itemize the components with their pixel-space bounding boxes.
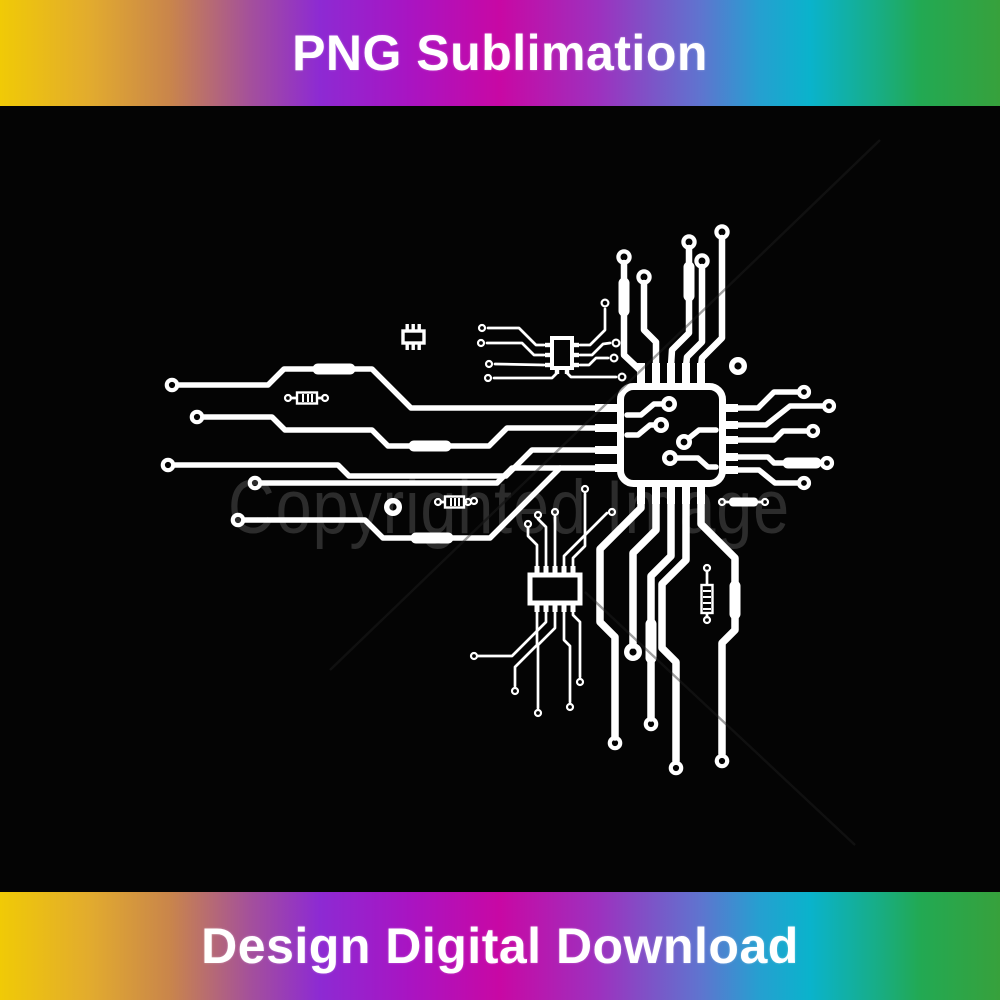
jumper-smd: [717, 497, 770, 507]
top-pad-cluster: [616, 224, 748, 376]
bottom-banner-title: Design Digital Download: [201, 918, 799, 974]
soic-ic-top: [476, 298, 627, 383]
artwork-canvas: Copyrighted Image: [0, 106, 1000, 892]
top-banner-title: PNG Sublimation: [292, 25, 708, 81]
resistor-horizontal-left: [283, 391, 330, 405]
bottom-banner: Design Digital Download: [0, 892, 1000, 1000]
circuit-art: Copyrighted Image: [160, 139, 881, 846]
right-traces: [730, 384, 837, 491]
top-banner: PNG Sublimation: [0, 0, 1000, 106]
cpu-chip: [595, 363, 738, 504]
bottom-traces: [596, 496, 741, 776]
left-traces: [160, 363, 599, 544]
glare-streaks-over: [329, 139, 881, 846]
resistor-horizontal-right: [433, 495, 473, 509]
smd-ic-small: [401, 324, 426, 350]
resistor-vertical: [700, 563, 714, 625]
soic-ic-bottom: [469, 484, 617, 718]
